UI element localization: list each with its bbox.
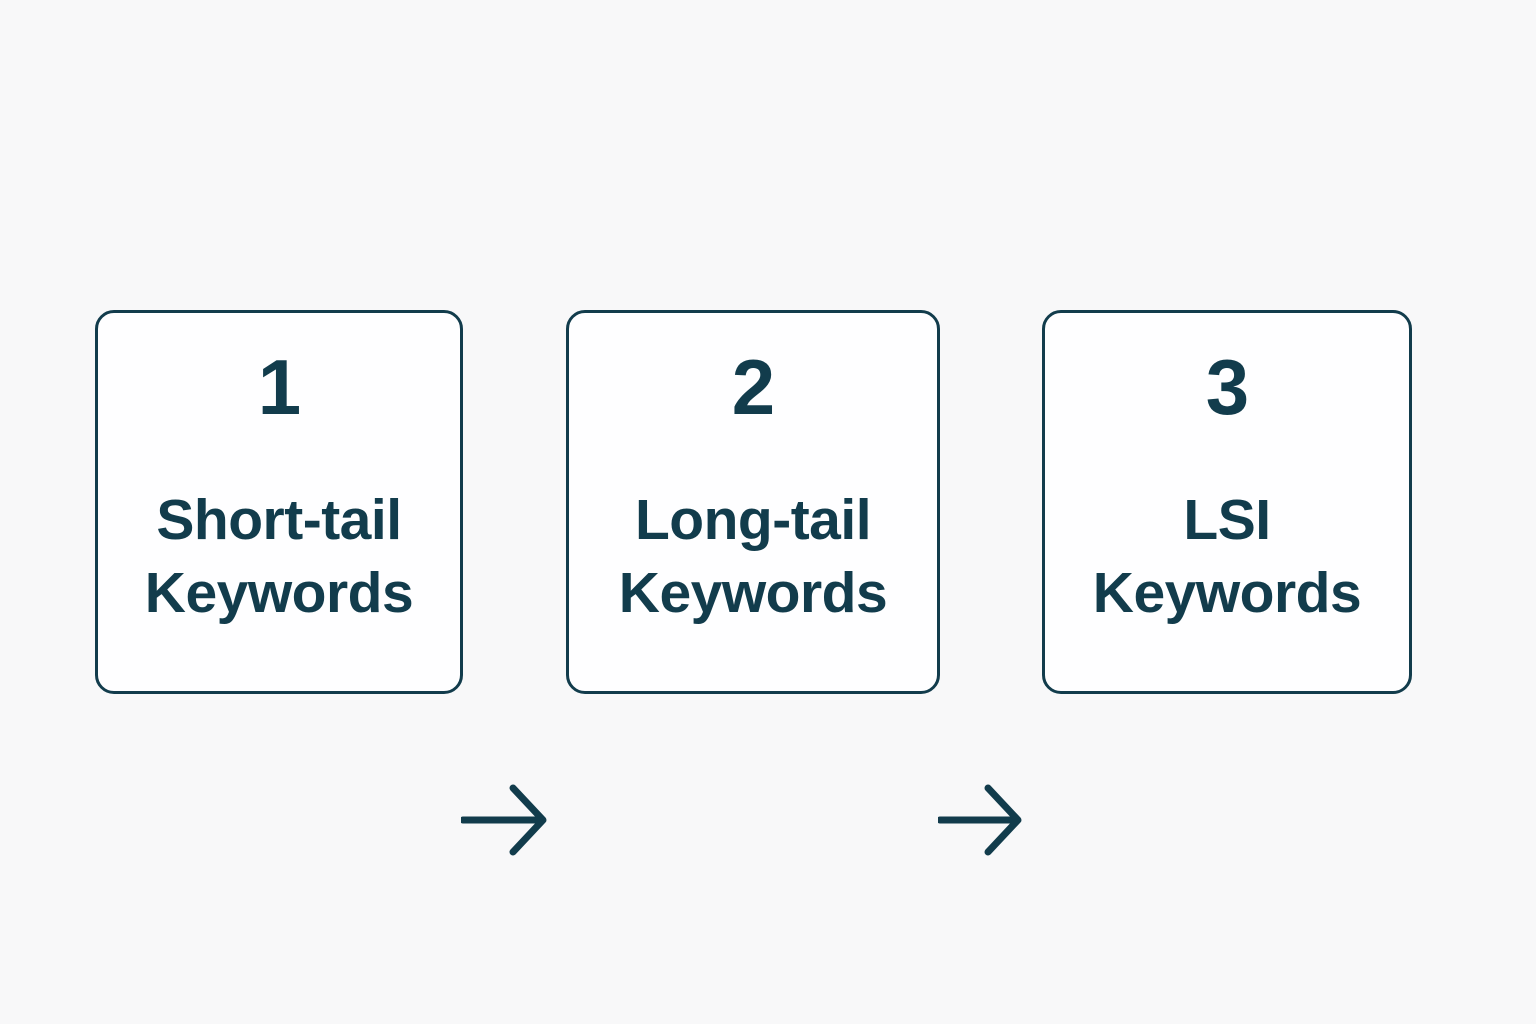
step-label-3: LSI Keywords [1092,488,1362,625]
connector-arrow-1 [461,780,569,860]
process-flow: 1 Short-tail Keywords 2 Long-tail Keywor… [0,310,1536,856]
arrow-head-icon [509,784,547,856]
connector-arrow-2 [938,780,1044,860]
step-number-1: 1 [257,343,301,431]
step-number-2: 2 [731,343,775,431]
step-label-1: Short-tail Keywords [144,488,414,625]
arrow-head-icon [984,784,1022,856]
process-step-1[interactable]: 1 Short-tail Keywords [95,310,463,694]
step-number-3: 3 [1205,343,1249,431]
process-step-3[interactable]: 3 LSI Keywords [1042,310,1412,694]
process-step-2[interactable]: 2 Long-tail Keywords [566,310,940,694]
step-label-2: Long-tail Keywords [618,488,888,625]
